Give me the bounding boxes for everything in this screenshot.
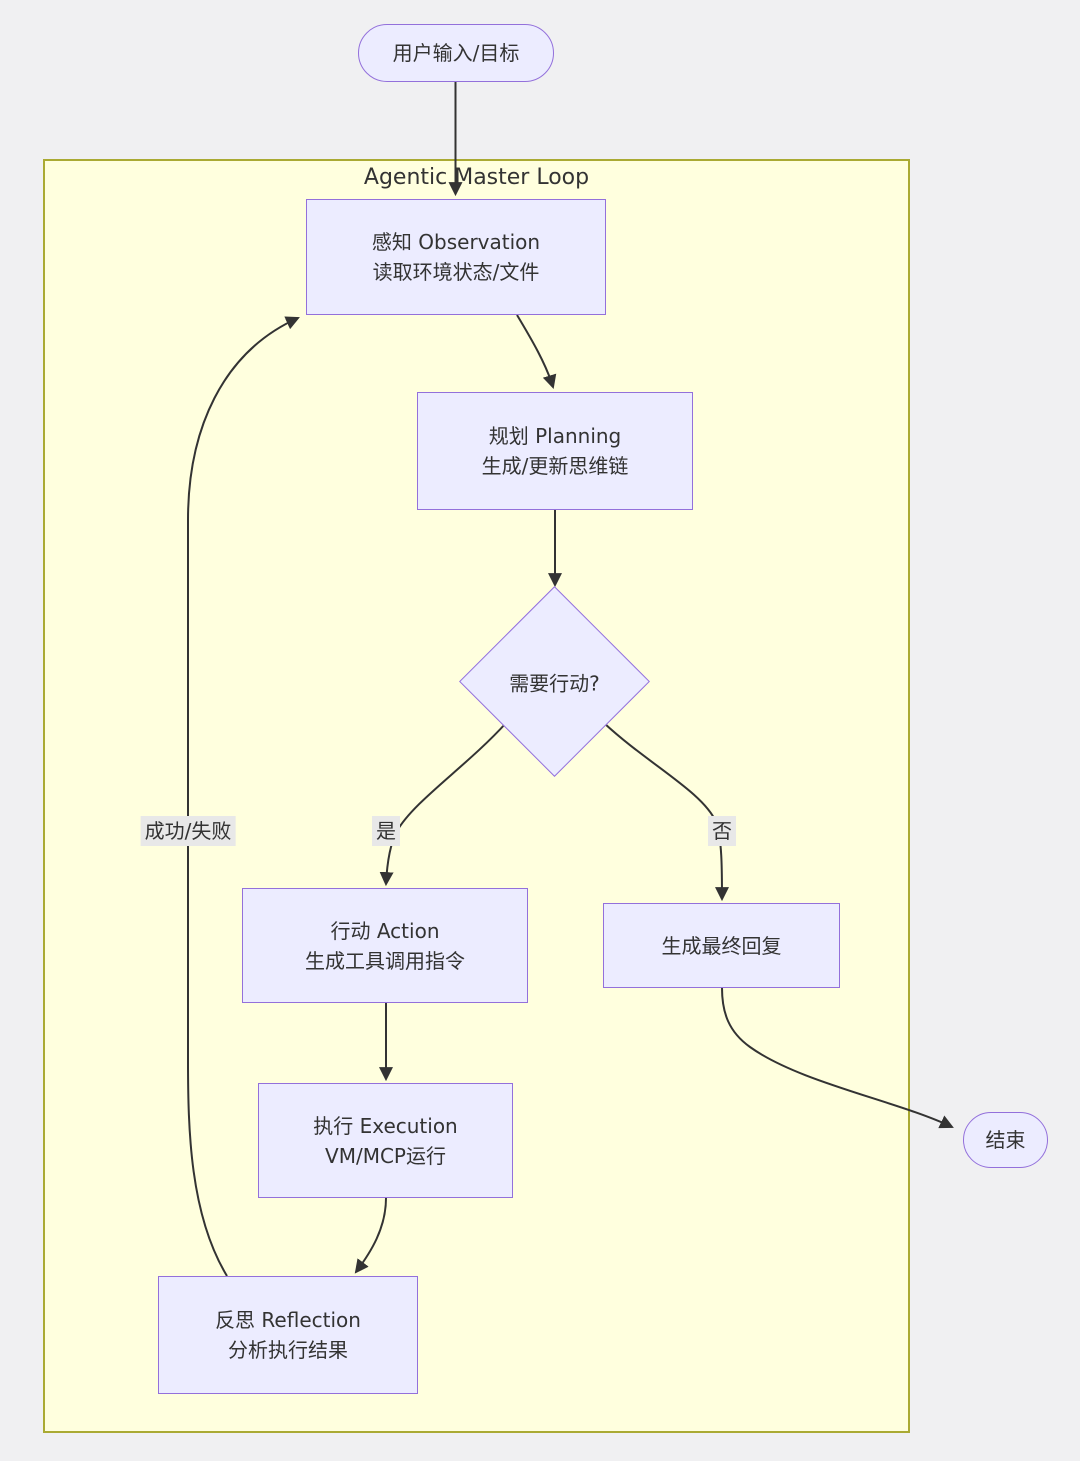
edge-observation-to-planning [516, 314, 557, 390]
planning-node-title: 规划 Planning [488, 424, 622, 448]
reflection-node-title: 反思 Reflection [215, 1308, 361, 1332]
edge-decision-to-final-no [603, 722, 729, 902]
reflection-node: 反思 Reflection 分析执行结果 [158, 1276, 418, 1394]
observation-node-title: 感知 Observation [371, 230, 541, 254]
edge-decision-to-action-yes [379, 722, 507, 887]
execution-node-subtitle: VM/MCP运行 [325, 1143, 446, 1168]
edge-label-no: 否 [708, 816, 736, 846]
observation-node-subtitle: 读取环境状态/文件 [372, 260, 540, 284]
execution-node-title: 执行 Execution [313, 1113, 458, 1138]
observation-node: 感知 Observation 读取环境状态/文件 [306, 199, 606, 315]
edge-label-yes: 是 [372, 816, 400, 846]
final-reply-node: 生成最终回复 [603, 903, 840, 988]
start-node-label: 用户输入/目标 [392, 41, 520, 65]
planning-node-subtitle: 生成/更新思维链 [481, 454, 629, 478]
start-node: 用户输入/目标 [358, 24, 554, 82]
container-title: Agentic Master Loop [363, 165, 590, 190]
decision-node-label: 需要行动? [509, 671, 600, 695]
edge-reflection-to-observation-loop [187, 316, 300, 1277]
action-node-title: 行动 Action [330, 918, 440, 943]
final-reply-node-label: 生成最终回复 [661, 933, 782, 958]
edge-final-to-end [721, 987, 954, 1129]
action-node-subtitle: 生成工具调用指令 [305, 948, 465, 973]
end-node: 结束 [963, 1112, 1048, 1168]
end-node-label: 结束 [985, 1128, 1026, 1152]
execution-node: 执行 Execution VM/MCP运行 [258, 1083, 513, 1198]
reflection-node-subtitle: 分析执行结果 [228, 1338, 348, 1362]
action-node: 行动 Action 生成工具调用指令 [242, 888, 528, 1003]
planning-node: 规划 Planning 生成/更新思维链 [417, 392, 693, 510]
edge-execution-to-reflection [354, 1197, 387, 1274]
edge-label-success-failure: 成功/失败 [140, 816, 236, 846]
